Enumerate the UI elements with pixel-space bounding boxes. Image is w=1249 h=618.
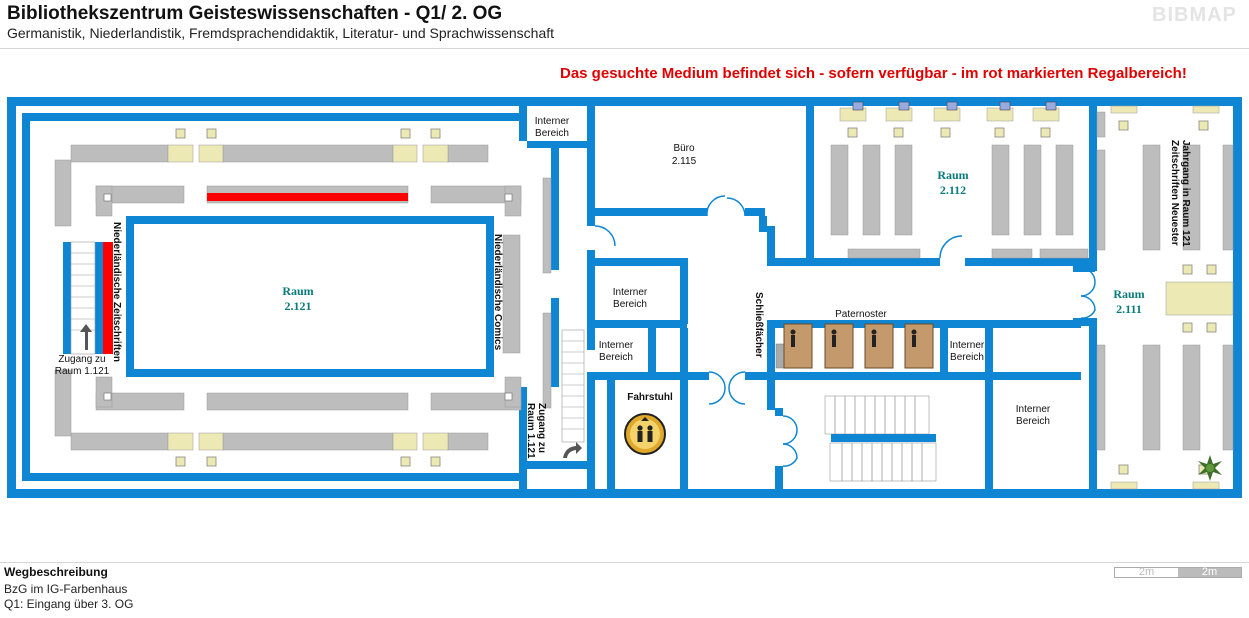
chairs xyxy=(103,120,1217,475)
notice-text: Das gesuchte Medium befindet sich - sofe… xyxy=(560,65,1187,82)
directions-line: Q1: Eingang über 3. OG xyxy=(4,597,134,611)
shelves xyxy=(54,105,1234,490)
paternoster-cabins xyxy=(775,323,934,369)
highlighted-shelf[interactable] xyxy=(207,193,408,201)
map-title: Bibliothekszentrum Geisteswissenschaften… xyxy=(7,3,503,24)
zeitschriften-label: Zeitschriften NeuesterJahrgang in Raum 1… xyxy=(1169,140,1191,247)
elevator-icon[interactable] xyxy=(624,413,666,455)
main-staircase xyxy=(824,395,937,482)
door-arcs xyxy=(594,195,1096,467)
zeitschriften-rack xyxy=(63,241,103,355)
header-divider xyxy=(0,48,1249,49)
niederl-comics-label: Niederländische Comics xyxy=(492,234,503,351)
directions-title: Wegbeschreibung xyxy=(4,565,108,579)
paternoster-label: Paternoster xyxy=(835,309,887,320)
highlighted-shelf-zeitschriften[interactable] xyxy=(103,242,113,354)
schliessfaecher-label: Schließfächer xyxy=(753,292,764,358)
niederl-zeitschriften-label: Niederländische Zeitschriften xyxy=(111,222,122,362)
arrow-curve-icon xyxy=(563,442,582,458)
arrow-up-icon xyxy=(80,324,92,350)
fahrstuhl-label: Fahrstuhl xyxy=(627,392,673,403)
footer-divider xyxy=(0,562,1249,563)
scale-label: 2m xyxy=(1178,567,1241,578)
zugang-121-label[interactable]: Zugang zuRaum 1.121 xyxy=(525,403,547,459)
computer-workstations xyxy=(839,101,1060,122)
scale-bar: 2m 2m xyxy=(1114,567,1242,578)
map-subtitle: Germanistik, Niederlandistik, Fremdsprac… xyxy=(7,25,555,41)
bibmap-logo[interactable]: BIBMAP xyxy=(1152,4,1237,26)
plant-icon xyxy=(1198,455,1222,481)
scale-label: 2m xyxy=(1115,567,1178,578)
directions-line: BzG im IG-Farbenhaus xyxy=(4,582,128,596)
stairs-zugang-121 xyxy=(561,329,585,458)
